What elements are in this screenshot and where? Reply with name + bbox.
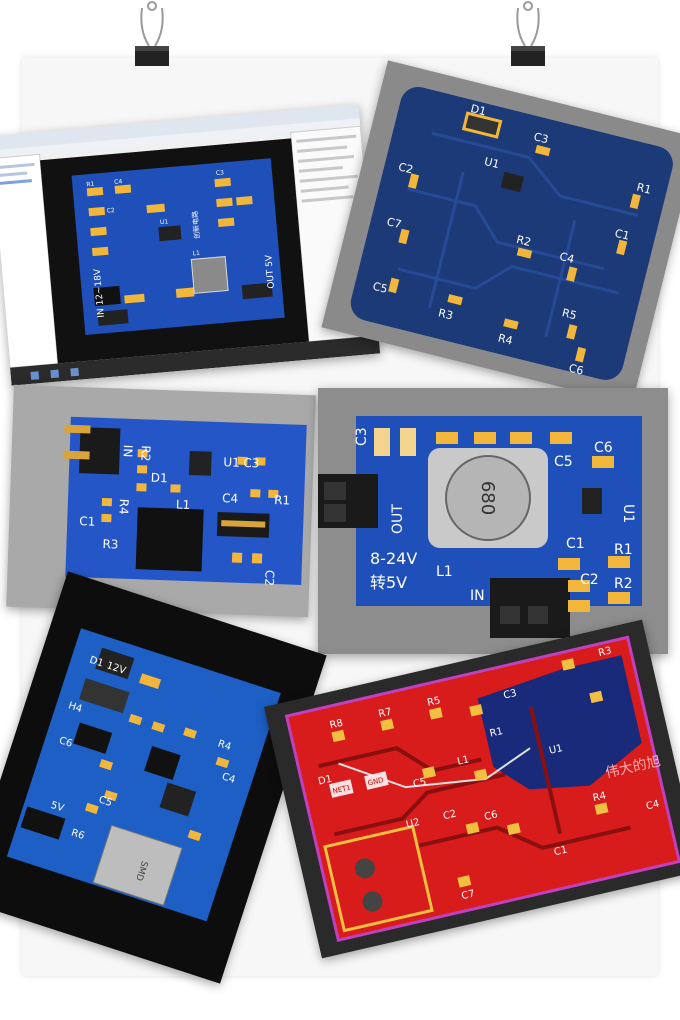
p4-silk: L1 <box>436 564 453 580</box>
p6-silk: R1 <box>489 726 504 740</box>
p3-silk: C3 <box>243 456 259 471</box>
p4-silk: C6 <box>594 440 613 456</box>
p6-net-label: NET1 <box>332 784 352 796</box>
p3-silk: U1 <box>223 455 240 470</box>
p6-silk: C2 <box>442 809 457 823</box>
p6-silk: D1 <box>317 774 333 788</box>
p3-silk: D1 <box>151 471 168 486</box>
p2-silk: C5 <box>371 280 388 296</box>
p6-silk: L1 <box>456 754 470 767</box>
p3-silk: C4 <box>222 491 238 506</box>
photo-buck-converter: 680 C3 C5 C6 U1 C1 R1 C2 R2 OUT L1 <box>318 388 668 654</box>
p6-silk: U1 <box>548 743 564 757</box>
binder-clip-right <box>503 0 553 70</box>
p6-silk: C3 <box>502 688 517 702</box>
p1-silk: C4 <box>114 178 123 186</box>
p1-in-label: IN 12~18V <box>93 268 107 318</box>
p3-silk: R3 <box>102 537 118 552</box>
photo-eda-screenshot: IN 12~18V OUT 5V 创新电路 R1 C4 C2 C3 U1 L1 <box>0 104 381 386</box>
p4-silk: C5 <box>554 454 573 470</box>
photo-navy-pcb-traces: D1 C3 U1 R1 C2 C1 C7 R2 C4 C5 R3 R5 R4 C… <box>321 60 680 405</box>
p4-silk: IN <box>470 588 485 604</box>
p2-silk: R5 <box>561 306 578 322</box>
p3-silk: C1 <box>79 514 95 529</box>
p4-inductor-value: 680 <box>477 481 498 515</box>
p6-silk: R5 <box>426 695 441 709</box>
photo-blue-pcb-pins: IN R2 U1 C3 D1 R1 C4 R4 L1 C1 R3 C2 <box>6 384 316 618</box>
p2-silk: R1 <box>635 181 652 197</box>
p4-voltage-line2: 转5V <box>370 573 407 592</box>
p2-silk: C3 <box>532 130 549 146</box>
p2-silk: C1 <box>613 227 630 243</box>
p1-silk: C2 <box>106 207 115 215</box>
p2-silk: C4 <box>558 250 575 266</box>
p3-silk: IN <box>121 445 135 458</box>
p3-silk: R1 <box>274 493 290 508</box>
p5-silk: C6 <box>58 735 74 750</box>
p6-silk: C6 <box>483 809 498 823</box>
p5-silk: 5V <box>49 800 65 815</box>
p1-vertical-label: 创新电路 <box>190 211 201 240</box>
p6-silk: C1 <box>553 845 568 859</box>
binder-clip-left <box>127 0 177 70</box>
p2-silk: R4 <box>497 331 514 347</box>
p5-silk: D1 <box>88 655 105 670</box>
p1-out-label: OUT 5V <box>264 254 277 289</box>
p2-silk: R3 <box>437 306 454 322</box>
p4-silk: C3 <box>354 427 370 446</box>
p2-silk: C7 <box>385 215 402 231</box>
p5-silk: H4 <box>67 700 84 715</box>
p3-silk: R4 <box>117 498 132 514</box>
p4-silk: OUT <box>390 504 406 534</box>
p2-silk: R2 <box>515 233 532 249</box>
p6-silk: C4 <box>645 799 660 813</box>
p6-silk: C5 <box>412 776 427 790</box>
p5-silk: R4 <box>216 739 232 754</box>
photo-red-pcb-layout: R3 R8 R7 R5 C3 R1 U1 D1 L1 U2 C5 C6 C2 R… <box>263 619 680 959</box>
p4-silk: C2 <box>580 572 599 588</box>
p4-silk: U1 <box>620 504 636 523</box>
p4-silk: R1 <box>614 542 633 558</box>
p2-silk: U1 <box>483 155 501 171</box>
p6-silk: U2 <box>405 817 421 831</box>
p4-silk: R2 <box>614 576 633 592</box>
p3-silk: R2 <box>138 445 153 461</box>
p1-silk: C3 <box>216 169 225 177</box>
p5-silk: C5 <box>97 794 113 809</box>
p6-silk: R3 <box>597 645 612 659</box>
p2-silk: D1 <box>469 102 487 118</box>
p1-silk: L1 <box>192 250 200 258</box>
p4-voltage-line1: 8-24V <box>370 549 417 568</box>
p6-silk: R8 <box>329 718 344 732</box>
p6-silk: C7 <box>460 888 475 902</box>
p2-silk: C2 <box>397 160 414 176</box>
p5-silk: 12V <box>105 660 127 677</box>
p5-silk: R6 <box>70 828 86 843</box>
photo-tilted-blue-pcb: D1 12V H4 C6 C5 5V C4 R4 R6 SMD <box>0 571 327 984</box>
p3-silk: L1 <box>176 498 191 512</box>
p6-gnd-label: GND <box>367 776 384 787</box>
p2-silk: C6 <box>567 361 584 377</box>
p1-silk: U1 <box>160 218 169 226</box>
p6-silk: R7 <box>377 706 392 720</box>
p6-silk: R4 <box>592 790 607 804</box>
p3-silk: C2 <box>262 570 277 586</box>
p1-silk: R1 <box>86 181 95 189</box>
p5-silk: C4 <box>220 771 236 786</box>
p4-silk: C1 <box>566 536 585 552</box>
